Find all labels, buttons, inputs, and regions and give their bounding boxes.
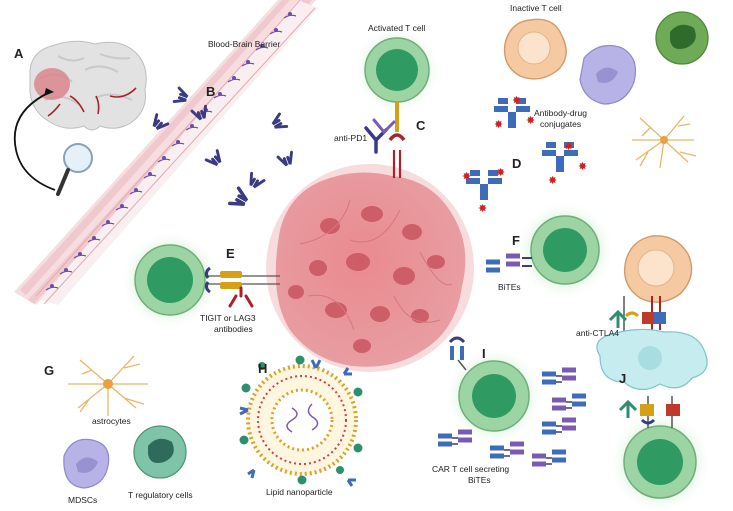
panel-letter-f: F [512, 233, 520, 248]
panel-letter-e: E [226, 246, 235, 261]
panel-letter-c: C [416, 118, 426, 133]
panel-letter-h: H [258, 361, 267, 376]
svg-text:✸: ✸ [496, 167, 505, 179]
treg-cell-bottom [133, 425, 187, 479]
magnifier-icon [56, 143, 93, 196]
t-cell-bites [486, 200, 615, 300]
car-label-line2: BiTEs [468, 475, 491, 485]
panel-letter-a: A [14, 46, 24, 61]
tregs-label: T regulatory cells [128, 490, 193, 500]
j-inactive-t-cell [608, 235, 693, 336]
mdscs-label: MDSCs [68, 495, 97, 505]
activated-t-cell-top [353, 26, 441, 178]
panel-letter-d: D [512, 156, 521, 171]
svg-text:✸: ✸ [494, 119, 503, 131]
svg-text:✸: ✸ [462, 171, 471, 183]
j-activated-t-cell [608, 396, 712, 511]
dendritic-cell [596, 328, 708, 391]
t-cell-tigit [120, 230, 280, 330]
svg-text:✸: ✸ [578, 161, 587, 173]
svg-text:✸: ✸ [478, 203, 487, 215]
tigit-label-line2: antibodies [214, 324, 253, 334]
panel-letter-i: I [482, 346, 486, 361]
treg-cell-top [655, 11, 709, 65]
adc-label-line1: Antibody-drug [534, 108, 587, 118]
panel-letter-j: J [619, 371, 626, 386]
svg-text:✸: ✸ [548, 175, 557, 187]
mdsc-cell-top [579, 45, 637, 105]
adc-label-line2: conjugates [540, 119, 581, 129]
astrocytes-label: astrocytes [92, 416, 131, 426]
blood-brain-barrier-label: Blood-Brain Barrier [208, 39, 280, 49]
bites-label: BiTEs [498, 282, 521, 292]
svg-text:✸: ✸ [512, 95, 521, 107]
svg-text:✸: ✸ [526, 115, 535, 127]
car-label-line1: CAR T cell secreting [432, 464, 509, 474]
panel-letter-b: B [206, 84, 215, 99]
svg-text:✸: ✸ [564, 141, 573, 153]
anti-pd1-label: anti-PD1 [334, 133, 367, 143]
lnp-label: Lipid nanoparticle [266, 487, 333, 497]
blood-brain-barrier-vessel [14, 0, 318, 305]
antibody-drug-conjugates: ✸ ✸ ✸ ✸ ✸ ✸ ✸ ✸ ✸ [462, 95, 587, 215]
tumor-mass [266, 164, 474, 372]
panel-letter-g: G [44, 363, 54, 378]
inactive-t-cell-label: Inactive T cell [510, 3, 562, 13]
anti-ctla4-label: anti-CTLA4 [576, 328, 619, 338]
car-t-cell [444, 336, 544, 446]
tigit-label-line1: TIGIT or LAG3 [200, 313, 256, 323]
activated-t-cell-label: Activated T cell [368, 23, 425, 33]
astrocyte-top [632, 115, 697, 169]
astrocyte-bottom [68, 355, 148, 416]
secreted-bites [438, 367, 586, 467]
brain-illustration [13, 40, 147, 191]
mdsc-cell-bottom [63, 438, 110, 489]
lipid-nanoparticle [239, 355, 363, 487]
inactive-t-cell [503, 18, 567, 80]
